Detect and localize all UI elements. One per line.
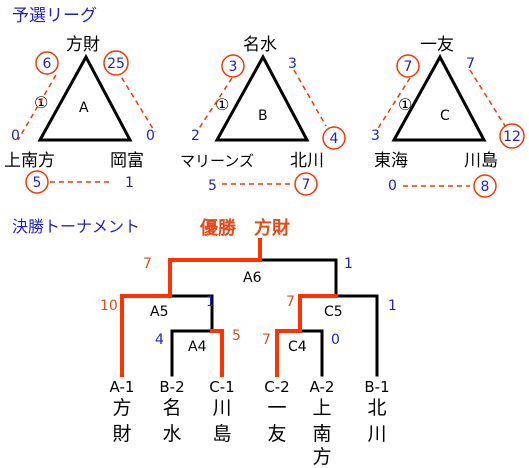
group-b-id: B <box>258 108 268 124</box>
group-b-score-top-left: 3 <box>229 59 238 75</box>
seed-slot: C-2 <box>264 378 289 396</box>
group-a-top-team: 方財 <box>66 35 100 55</box>
group-b-triangle <box>214 53 310 142</box>
match-label-c4: C4 <box>288 339 307 355</box>
group-a: A 方財 上南方 岡富 ① 6 25 0 0 5 1 <box>4 35 156 194</box>
win-circle <box>499 123 525 149</box>
group-b-dash-right <box>293 69 327 127</box>
score-a5-left: 10 <box>100 298 118 314</box>
seed-slot: B-1 <box>364 378 389 396</box>
seed-team-char: 南 <box>312 423 331 445</box>
seed-team-char: 川 <box>367 423 386 445</box>
final-heading: 決勝トーナメント <box>12 217 140 236</box>
group-c-triangle <box>391 53 487 142</box>
seed-team-char: 上 <box>312 397 331 419</box>
group-b: B 名水 マリーンズ 北川 ① 3 3 2 4 5 7 <box>180 35 346 196</box>
group-b-dash-left <box>197 77 233 131</box>
group-c-bottom-left-team: 東海 <box>374 151 408 171</box>
group-c-id: C <box>440 108 450 124</box>
group-a-score-top-right: 25 <box>107 56 125 72</box>
bracket-winner-path <box>120 238 262 377</box>
score-a4-left: 4 <box>155 332 164 348</box>
seed-team-char: 北 <box>367 397 386 419</box>
group-a-triangle <box>37 53 133 142</box>
bracket-line-b1 <box>334 294 379 377</box>
group-c-bottom-right-team: 川島 <box>464 151 498 171</box>
seed-team-char: 一 <box>267 397 286 419</box>
group-a-dash-left <box>17 74 57 141</box>
group-b-score-left-side: 2 <box>191 128 200 144</box>
score-c4-right: 0 <box>331 332 340 348</box>
group-c-score-right-side: 12 <box>503 129 521 145</box>
group-c-dash-left <box>376 77 411 131</box>
group-c-score-top-left: 7 <box>404 59 413 75</box>
match-label-a4: A4 <box>188 339 207 355</box>
group-a-bottom-right-team: 岡富 <box>110 151 144 171</box>
win-circle <box>221 54 245 78</box>
win-circle <box>396 54 420 78</box>
group-c-first-match-mark: ① <box>398 95 412 114</box>
score-a6-right: 1 <box>344 256 353 272</box>
seed-team-char: 方 <box>312 446 331 468</box>
seed-team-char: 水 <box>162 423 181 445</box>
bracket-line-b2 <box>170 329 214 377</box>
score-a4-right: 5 <box>232 328 241 344</box>
group-c-score-bottom-left: 0 <box>388 178 397 194</box>
group-b-score-bottom-left: 5 <box>208 178 217 194</box>
group-c-score-left-side: 3 <box>371 128 380 144</box>
score-a6-left: 7 <box>143 256 152 272</box>
seed-slot: B-2 <box>159 378 184 396</box>
prelim-heading: 予選リーグ <box>12 6 97 26</box>
match-label-a6: A6 <box>243 270 262 286</box>
group-c-dash-right <box>469 69 506 127</box>
seed-team-char: 名 <box>162 397 181 419</box>
group-a-score-bottom-right: 1 <box>125 175 134 191</box>
score-c5-right: 1 <box>388 298 397 314</box>
win-circle <box>35 51 59 75</box>
bracket <box>120 238 379 377</box>
win-circle <box>294 172 318 196</box>
group-a-id: A <box>79 100 89 116</box>
seed-team-char: 島 <box>212 423 231 445</box>
seed-slot: C-1 <box>209 378 234 396</box>
group-c-score-bottom-right: 8 <box>481 179 490 195</box>
champion-label: 優勝 方財 <box>199 217 290 239</box>
seed-slot: A-2 <box>310 378 335 396</box>
group-b-first-match-mark: ① <box>215 95 229 114</box>
group-a-dash-right <box>116 69 156 133</box>
group-a-score-top-left: 6 <box>43 56 52 72</box>
group-a-score-left-side: 0 <box>11 128 20 144</box>
seed-slot: A-1 <box>110 378 135 396</box>
score-a5-right: 1 <box>206 294 215 310</box>
win-circle <box>103 50 129 76</box>
win-circle <box>473 174 497 198</box>
score-c5-left: 7 <box>286 294 295 310</box>
seed-team-char: 方 <box>112 397 131 419</box>
group-a-score-right-side: 0 <box>146 128 155 144</box>
group-b-bottom-right-team: 北川 <box>290 151 324 171</box>
seed-team-char: 財 <box>112 423 131 445</box>
group-a-score-bottom-left: 5 <box>33 175 42 191</box>
group-b-bottom-left-team: マリーンズ <box>180 152 254 170</box>
match-label-a5: A5 <box>150 304 168 320</box>
group-c: C 一友 東海 川島 ① 7 7 3 12 0 8 <box>371 35 525 198</box>
win-circle <box>25 170 49 194</box>
group-c-score-top-right: 7 <box>466 56 475 72</box>
group-a-bottom-left-team: 上南方 <box>4 151 55 171</box>
score-c4-left: 7 <box>262 332 271 348</box>
bracket-line-c2 <box>275 294 338 377</box>
group-b-score-right-side: 4 <box>330 131 339 147</box>
seed-team-char: 友 <box>267 423 286 445</box>
group-c-top-team: 一友 <box>420 35 454 55</box>
group-b-score-top-right: 3 <box>288 56 297 72</box>
group-b-top-team: 名水 <box>243 35 277 55</box>
group-b-score-bottom-right: 7 <box>302 177 311 193</box>
seed-team-char: 川 <box>212 397 231 419</box>
match-label-c5: C5 <box>324 304 343 320</box>
bracket-line-c1 <box>210 329 224 377</box>
bracket-line-c5-up <box>258 258 338 298</box>
win-circle <box>322 126 346 150</box>
